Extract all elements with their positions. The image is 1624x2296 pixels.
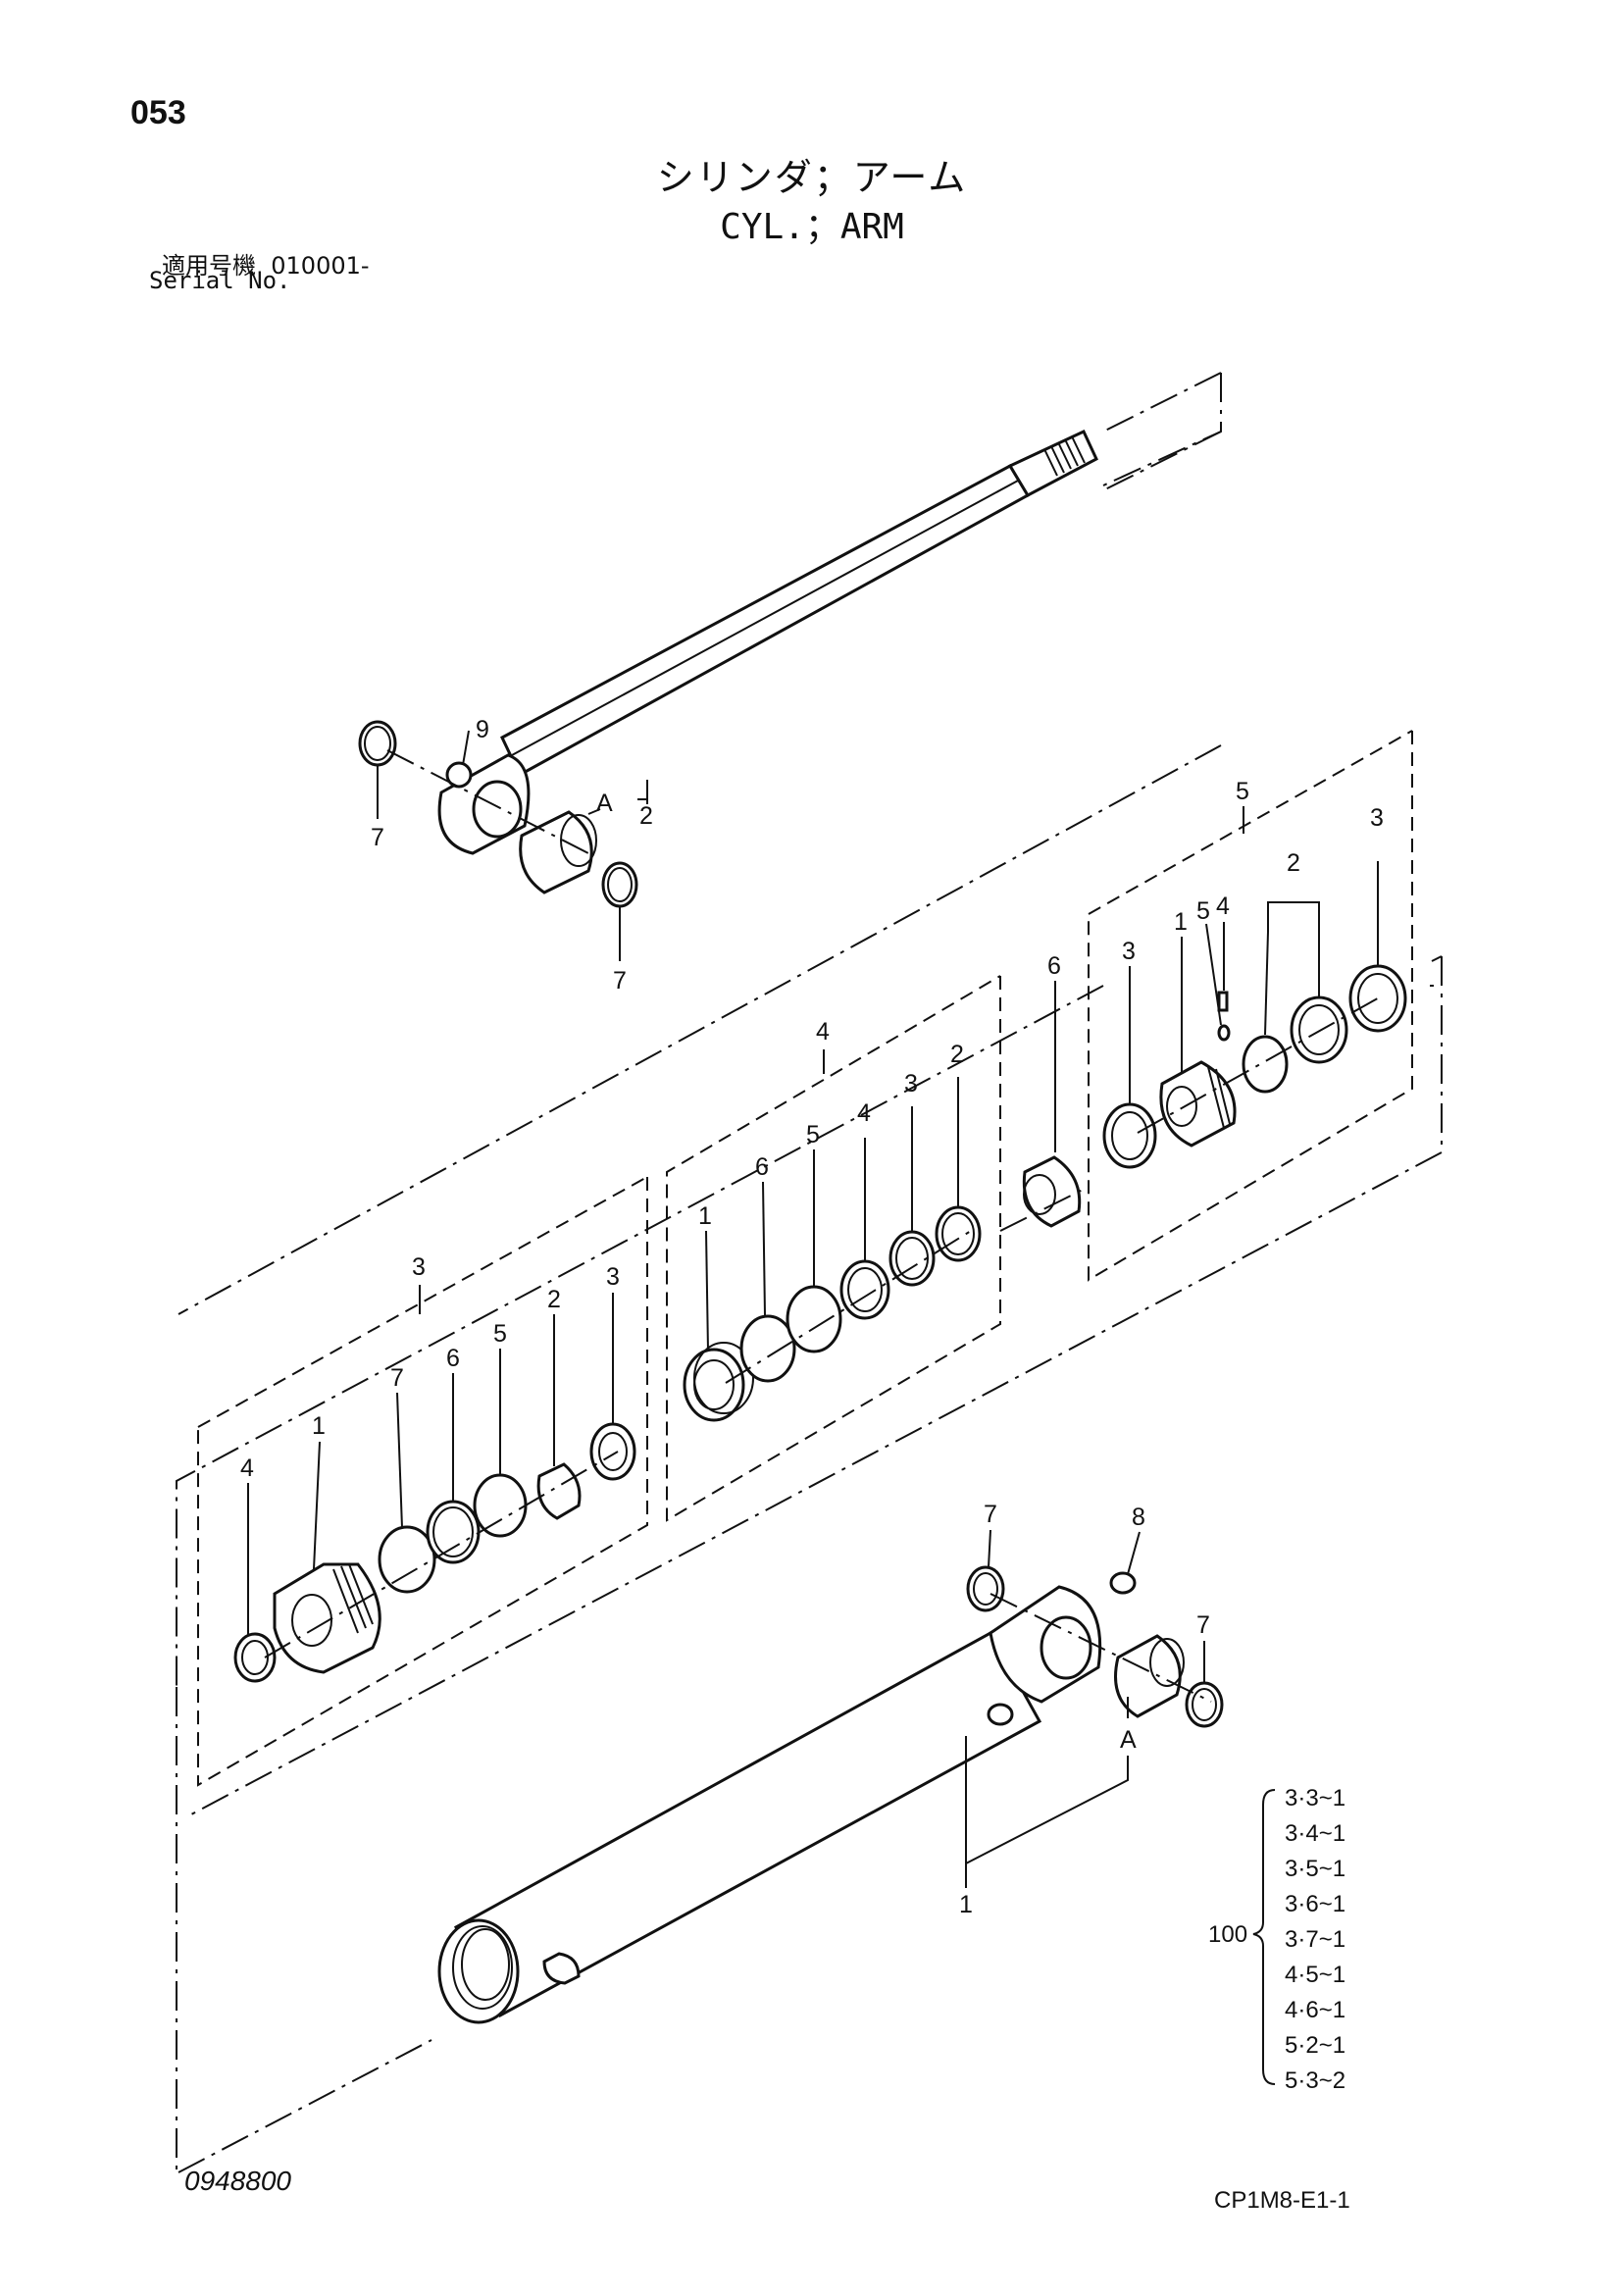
assembly-item: 5·3~2 <box>1285 2067 1345 2094</box>
callout-seal-kit: 4 <box>816 1018 830 1046</box>
seal-kit-frame <box>666 975 1001 1522</box>
spacer-6 <box>1022 1155 1082 1228</box>
assembly-item: 3·7~1 <box>1285 1926 1345 1953</box>
head-gland-ridges <box>332 1563 374 1634</box>
head-seal-kit <box>197 1176 648 1787</box>
callout-rod-seal-left: 7 <box>371 824 384 851</box>
rod-eye-bore <box>472 780 523 839</box>
piston-rod <box>500 464 1031 778</box>
callout-head-p4: 4 <box>240 1454 254 1482</box>
set-screw-5 <box>1217 1024 1231 1042</box>
cylinder-head-1 <box>273 1562 381 1674</box>
assembly-item: 5·2~1 <box>1285 2032 1345 2059</box>
callout-piston-p3-left: 3 <box>1122 938 1136 965</box>
grease-fitting-9 <box>445 761 473 789</box>
tube-port-upper <box>987 1703 1014 1726</box>
piston-kit-ring-2-inner <box>1242 1035 1289 1094</box>
head-kit-frame <box>197 1177 648 1787</box>
callout-rod-seal-right: 7 <box>613 967 627 995</box>
seal-kit-ring-6 <box>739 1314 796 1383</box>
callout-head-p5: 5 <box>493 1320 507 1348</box>
callout-rod-grease-fitting: 9 <box>476 716 489 743</box>
ball-4 <box>1217 991 1229 1012</box>
serial-label-english: Serial No. <box>149 267 291 294</box>
assembly-item: 3·4~1 <box>1285 1820 1345 1847</box>
assembly-item: 3·5~1 <box>1285 1856 1345 1882</box>
rod-thread-end <box>1007 430 1098 497</box>
callout-spacer-6: 6 <box>1047 952 1061 980</box>
assembly-brace <box>1252 1789 1276 2085</box>
serial-applicability: 適用号機 010001- <box>162 246 370 281</box>
assembly-item: 3·6~1 <box>1285 1891 1345 1917</box>
rod-bushing <box>519 810 593 894</box>
callout-tube-grease-fitting: 8 <box>1132 1504 1145 1531</box>
spacer-group <box>999 981 1090 1232</box>
page-title-japanese: シリンダ；アーム <box>656 156 968 199</box>
callout-piston-kit: 5 <box>1236 778 1249 805</box>
assembly-number: 100 <box>1208 1921 1247 1948</box>
assembly-kit-list: 100 3·3~1 3·4~1 3·5~1 3·6~1 3·7~1 4·5~1 … <box>1208 1785 1345 2094</box>
callout-seal-p1: 1 <box>698 1202 712 1230</box>
callout-tube-seal-top: 7 <box>984 1501 997 1528</box>
callout-head-kit: 3 <box>412 1253 426 1281</box>
callout-tube-bushing-ref: A <box>1120 1726 1137 1754</box>
callout-head-p2: 2 <box>547 1286 561 1313</box>
assembly-item: 4·6~1 <box>1285 1997 1345 2023</box>
o-ring-7 <box>378 1525 436 1594</box>
seal-kit-ring-3 <box>888 1230 936 1287</box>
tube-bushing <box>1114 1634 1182 1718</box>
rod-thread-lines <box>1043 435 1086 477</box>
page-title-english: CYL.；ARM <box>720 207 904 247</box>
cylinder-tube-group <box>437 1529 1224 2024</box>
callout-piston-p1: 1 <box>1174 908 1188 936</box>
callout-seal-p2: 2 <box>950 1041 964 1068</box>
tube-eye-bore <box>1040 1615 1092 1680</box>
callout-seal-p4: 4 <box>857 1099 871 1127</box>
callout-head-p3: 3 <box>606 1263 620 1291</box>
callout-rod-bushing-ref: A <box>596 790 613 817</box>
page-number: 053 <box>130 94 186 131</box>
piston-rod-group <box>358 430 1098 961</box>
callout-tube-seal-right: 7 <box>1196 1611 1210 1639</box>
callout-head-p7: 7 <box>390 1364 404 1392</box>
cylinder-tube-1 <box>454 1630 1042 2018</box>
assembly-item: 4·5~1 <box>1285 1962 1345 1988</box>
callout-seal-p6: 6 <box>755 1153 769 1181</box>
piston-grooves <box>1207 1066 1231 1129</box>
bushing-2 <box>536 1462 582 1520</box>
piston-1 <box>1159 1060 1237 1148</box>
tube-port-lower <box>542 1952 581 1985</box>
callout-tube-assembly: 1 <box>959 1891 973 1918</box>
serial-label-japanese: 適用号機 <box>162 252 256 280</box>
callout-piston-p3-right: 3 <box>1370 804 1384 832</box>
callout-seal-p3: 3 <box>904 1070 918 1097</box>
backup-ring-6 <box>426 1500 481 1564</box>
grease-fitting-8 <box>1109 1571 1137 1595</box>
o-ring-5 <box>473 1473 528 1538</box>
callout-head-p6: 6 <box>446 1345 460 1372</box>
figure-reference-code: CP1M8-E1-1 <box>1214 2187 1350 2214</box>
serial-value: 010001- <box>271 252 370 280</box>
seal-kit <box>666 975 1001 1522</box>
seal-kit-ring-2 <box>935 1205 982 1262</box>
callout-piston-p5: 5 <box>1196 897 1210 925</box>
callout-piston-p2: 2 <box>1287 849 1300 877</box>
tube-bore <box>437 1918 520 2024</box>
seal-kit-ring-5 <box>786 1285 842 1353</box>
piston-kit <box>1088 730 1413 1282</box>
callout-head-p1: 1 <box>312 1412 326 1440</box>
assembly-item: 3·3~1 <box>1285 1785 1345 1811</box>
callout-piston-p4: 4 <box>1216 893 1230 920</box>
callout-rod-assembly: 2 <box>639 802 653 830</box>
callout-seal-p5: 5 <box>806 1121 820 1148</box>
document-number: 0948800 <box>184 2166 292 2196</box>
